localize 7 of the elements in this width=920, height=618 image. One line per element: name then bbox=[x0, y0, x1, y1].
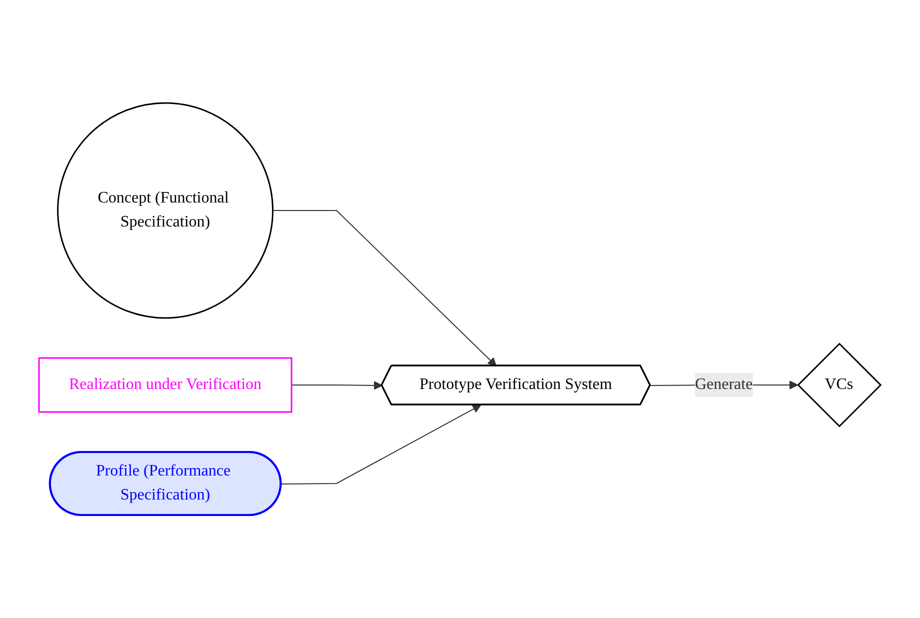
arrow bbox=[291, 381, 383, 390]
arrow bbox=[280, 404, 482, 484]
edge-label: Generate bbox=[695, 376, 753, 393]
node-box: Realization under Verification bbox=[38, 357, 292, 413]
node-circle: Concept (Functional Specification) bbox=[57, 102, 274, 319]
arrow bbox=[272, 210, 497, 366]
node-diamond: VCs bbox=[797, 342, 882, 428]
